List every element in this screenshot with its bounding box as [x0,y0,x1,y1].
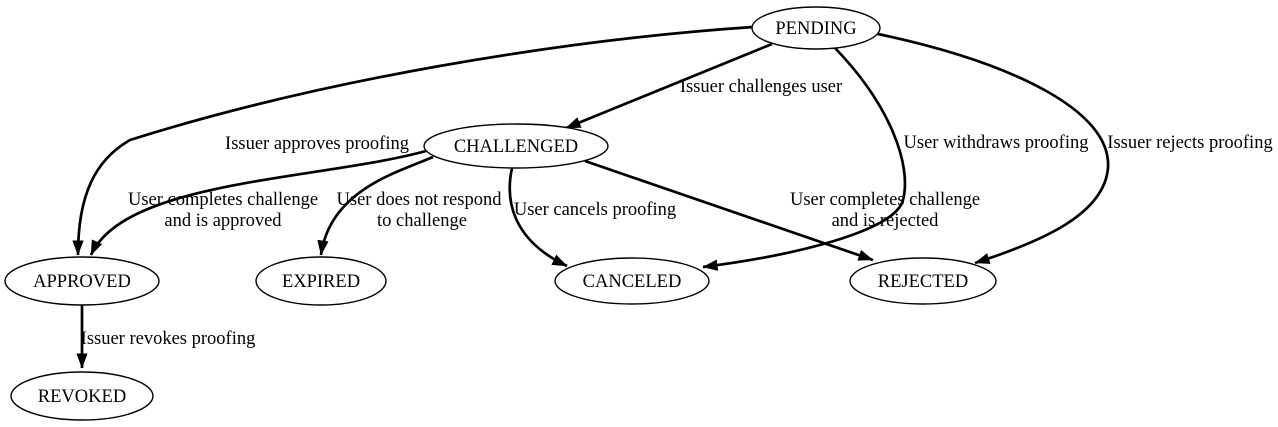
edge-line-pending-rejected [877,32,1110,265]
edge-label-issuer-rejects-proofing: Issuer rejects proofing [1107,133,1272,153]
node-pending-shape [751,6,881,50]
edge-challenged-expired: User does not respond to challenge [317,155,503,256]
node-expired-label: EXPIRED [282,272,360,292]
node-revoked: REVOKED [10,371,154,421]
edge-line-challenged-rejected [584,159,874,262]
node-approved-label: APPROVED [33,272,131,292]
node-challenged-shape [423,123,609,169]
node-expired: EXPIRED [255,256,387,306]
edge-pending-canceled: User withdraws proofing [702,47,1089,271]
node-challenged-label: CHALLENGED [454,137,578,157]
node-rejected-shape [849,257,997,305]
node-canceled-label: CANCELED [583,272,682,292]
edge-label-user-withdraws-proofing: User withdraws proofing [904,133,1089,153]
node-canceled-shape [554,257,710,305]
edge-line-pending-canceled [702,47,907,271]
edge-challenged-canceled: User cancels proofing [508,167,676,268]
edge-line-challenged-expired [317,155,434,256]
edge-pending-rejected: Issuer rejects proofing [877,32,1273,265]
node-approved: APPROVED [4,256,160,306]
edge-label-issuer-approves-proofing: Issuer approves proofing [225,134,409,154]
edge-label-does-not-respond-line1: User does not respond [337,190,503,210]
edge-approved-revoked: Issuer revokes proofing [76,305,256,369]
edge-label-completes-challenge-rejected-line2: and is rejected [832,211,940,231]
node-pending-label: PENDING [775,19,856,39]
edge-label-user-cancels-proofing: User cancels proofing [514,200,676,220]
node-revoked-label: REVOKED [38,387,126,407]
edge-pending-approved: Issuer approves proofing [72,25,754,256]
edge-line-challenged-canceled [508,167,568,268]
edge-label-completes-challenge-rejected-line1: User completes challenge [790,190,980,210]
edge-label-completes-challenge-approved-line2: and is approved [164,211,282,231]
edge-line-pending-challenged [565,42,773,130]
node-rejected-label: REJECTED [878,272,968,292]
node-approved-shape [4,256,160,306]
node-revoked-shape [10,371,154,421]
edge-label-does-not-respond-line2: to challenge [377,211,467,231]
edge-line-challenged-approved [89,149,427,256]
edge-pending-challenged: Issuer challenges user [565,42,842,130]
node-rejected: REJECTED [849,257,997,305]
node-pending: PENDING [751,6,881,50]
node-canceled: CANCELED [554,257,710,305]
edge-label-issuer-challenges-user: Issuer challenges user [680,77,842,97]
edge-label-issuer-revokes-proofing: Issuer revokes proofing [81,329,256,349]
node-expired-shape [255,256,387,306]
edge-challenged-rejected: User completes challenge and is rejected [584,159,980,262]
edge-challenged-approved: User completes challenge and is approved [89,149,427,256]
edge-line-pending-approved [72,25,754,256]
edge-label-completes-challenge-approved-line1: User completes challenge [128,190,318,210]
node-challenged: CHALLENGED [423,123,609,169]
